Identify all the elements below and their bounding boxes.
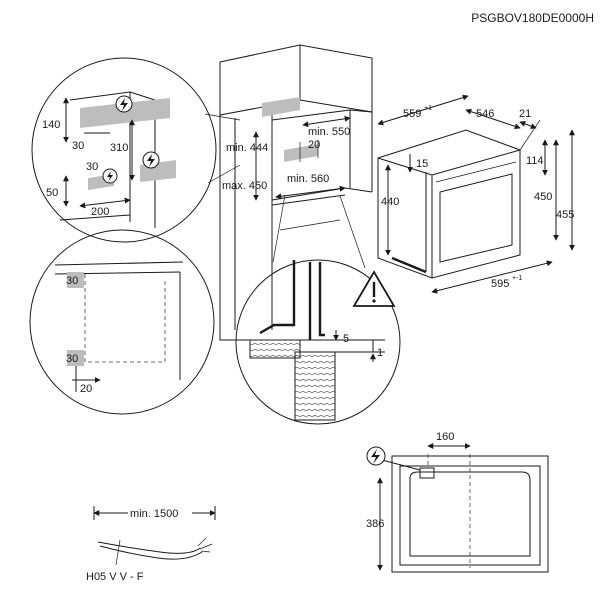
- dim-200: 200: [91, 206, 109, 218]
- dim-gap-1: 1: [377, 347, 383, 359]
- electrical-connection-icon: [142, 151, 160, 169]
- detail-side-circle: 30 30 20: [29, 229, 215, 415]
- dim-15: 15: [416, 158, 428, 170]
- dim-side-30b: 30: [66, 353, 78, 365]
- dim-side-30a: 30: [66, 275, 78, 287]
- cable-min-length: min. 1500: [130, 508, 178, 520]
- dim-546: 546: [476, 108, 494, 120]
- dim-386: 386: [366, 518, 384, 530]
- warning-triangle-icon: [352, 270, 396, 307]
- electrical-connection-icon: [366, 446, 386, 466]
- dim-min-550: min. 550: [308, 126, 350, 138]
- connection-view: 160 386: [366, 431, 549, 573]
- dim-450: 450: [534, 191, 552, 203]
- dim-side-20: 20: [80, 383, 92, 395]
- dim-30b: 30: [86, 161, 98, 173]
- dim-140: 140: [42, 119, 60, 131]
- dim-50: 50: [46, 187, 58, 199]
- detail-gap-circle: 5 1: [235, 194, 401, 425]
- dim-max-450: max. 450: [222, 180, 267, 192]
- dim-gap-5: 5: [343, 333, 349, 345]
- dim-30a: 30: [72, 140, 84, 152]
- cabinet-drawing: min. 550 min. 444 max. 450 min. 560 20: [219, 44, 373, 341]
- dim-455: 455: [556, 209, 574, 221]
- oven-drawing: 559 +1 546 21 15 440 114 450 455 595 +-1: [377, 94, 575, 294]
- model-code: PSGBOV180DE0000H: [471, 11, 594, 25]
- dim-559-tol: +1: [424, 105, 432, 112]
- dim-min-444: min. 444: [226, 142, 268, 154]
- dim-114: 114: [526, 155, 544, 167]
- dim-160: 160: [436, 431, 454, 443]
- electrical-connection-icon: [102, 168, 118, 184]
- dim-559: 559: [403, 108, 421, 120]
- dim-440: 440: [381, 196, 399, 208]
- dim-310: 310: [110, 142, 128, 154]
- cable-type: H05 V V - F: [86, 571, 144, 583]
- dim-min-560: min. 560: [287, 173, 329, 185]
- dim-cabinet-20: 20: [308, 139, 320, 151]
- dim-595-tol: +-1: [512, 275, 522, 282]
- electrical-connection-icon: [115, 95, 133, 113]
- dim-21: 21: [519, 108, 531, 120]
- detail-top-circle: 140 30 310 30 50 200: [31, 57, 241, 243]
- dim-595: 595: [491, 278, 509, 290]
- cable-drawing: min. 1500 H05 V V - F: [86, 504, 216, 583]
